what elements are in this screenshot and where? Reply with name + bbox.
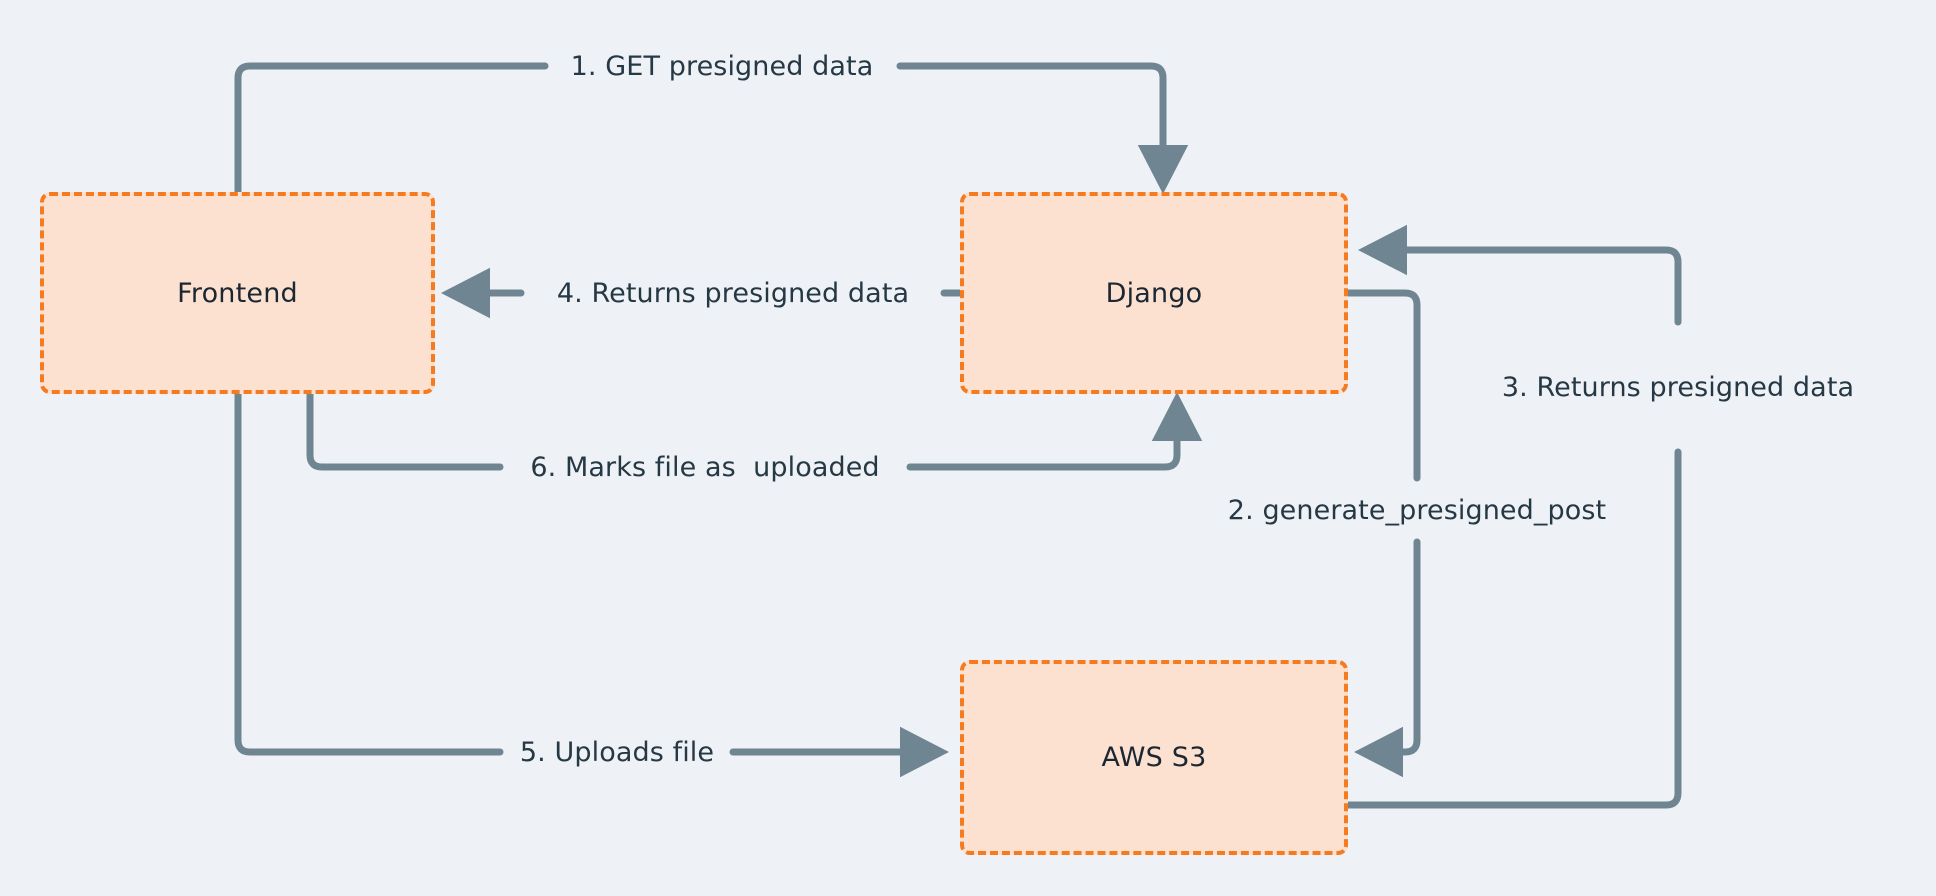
node-frontend-label: Frontend bbox=[177, 277, 298, 309]
edge-path-6-left bbox=[306, 390, 504, 471]
edge-path-3-upper bbox=[1358, 224, 1682, 326]
edge-path-2-upper bbox=[1344, 289, 1421, 482]
edge-label-6: 6. Marks file as uploaded bbox=[521, 451, 889, 485]
edge-label-2: 2. generate_presigned_post bbox=[1218, 494, 1616, 528]
edge-path-5-left bbox=[234, 390, 504, 756]
edge-label-3: 3. Returns presigned data bbox=[1492, 371, 1864, 405]
edge-label-4: 4. Returns presigned data bbox=[547, 277, 919, 311]
edge-label-5: 5. Uploads file bbox=[510, 736, 724, 770]
edge-path-2-lower bbox=[1354, 538, 1421, 778]
node-django[interactable]: Django bbox=[960, 192, 1348, 394]
edge-path-3-lower bbox=[1344, 448, 1682, 809]
edge-path-6-right bbox=[906, 392, 1203, 471]
node-aws-s3-label: AWS S3 bbox=[1101, 742, 1207, 773]
edge-label-1: 1. GET presigned data bbox=[561, 50, 883, 84]
edge-path-1-left bbox=[234, 62, 549, 196]
node-django-label: Django bbox=[1105, 277, 1203, 309]
node-frontend[interactable]: Frontend bbox=[40, 192, 435, 394]
node-aws-s3[interactable]: AWS S3 bbox=[960, 660, 1348, 855]
edge-path-1-right bbox=[896, 62, 1189, 194]
